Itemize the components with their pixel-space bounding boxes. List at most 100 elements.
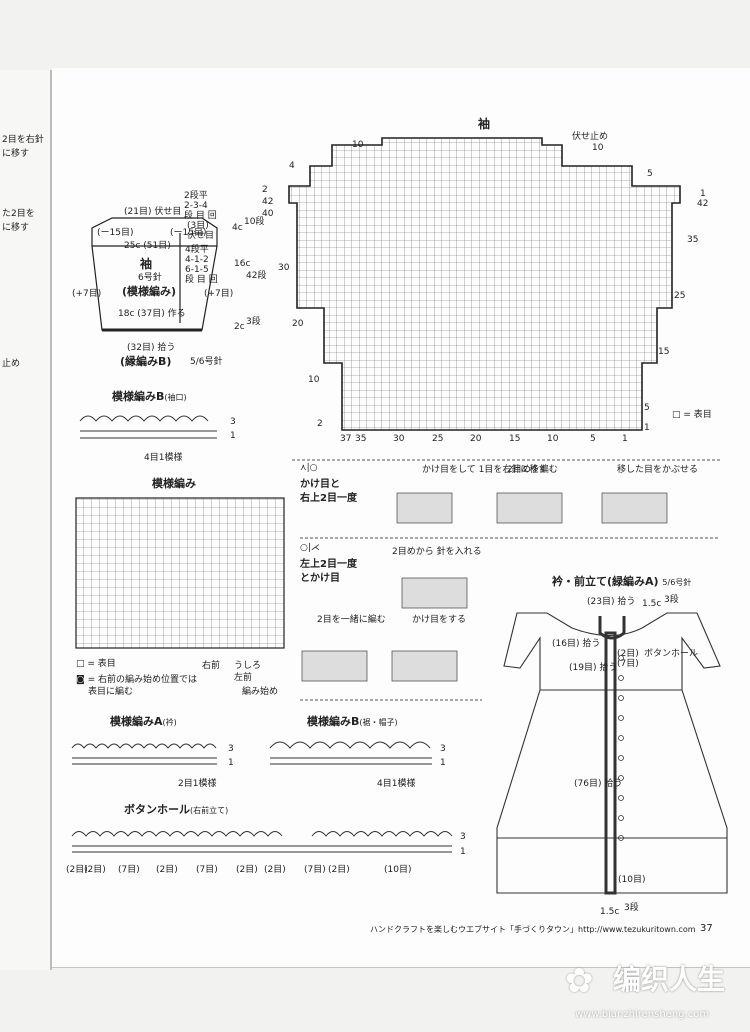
pattern-legend-3: 表目に編む [88,687,134,697]
label-right-front: 右前 [202,661,221,671]
edging-b-cuff-row1: 1 [230,431,236,441]
height-4c: 4c [232,223,243,233]
stitch-label-10: 10 [547,434,559,444]
symbol-1-step-3: 移した目をかぶせる [617,465,699,475]
height-42rows: 42段 [246,271,267,281]
right-label-1b: 1 [644,423,650,433]
shaping-9: 段 目 回 [185,275,218,285]
edging-b-hem-repeat: 4目1模様 [377,779,416,789]
symbol-2-step-1: 2目めから 針を入れる [392,547,482,557]
buttonhole-row1: 1 [460,847,466,857]
edging-b-cuff-row3: 3 [230,417,236,427]
edging-a-repeat: 2目1模様 [178,779,217,789]
bh-count-4: (2目) [156,865,178,875]
bh-count-6: (2目) [236,865,258,875]
sleeve-piece-title: 袖 [140,257,153,271]
shaping-2: 2-3-4 [184,201,208,211]
right-label-15: 15 [658,347,670,357]
stitch-label-25: 25 [432,434,444,444]
row-label-30: 30 [278,263,290,273]
collar-title: 衿・前立て(緑編みA) 5/6号針 [552,575,692,588]
row-label-2: 2 [262,185,268,195]
symbol-box-2: ○|⋌ [300,543,320,553]
sleeve-inc-left: (+7目) [72,289,102,299]
left-page-edge: 2目を右針 に移す た2目を に移す 止め [0,70,52,970]
collar-label-6: ボタンホール [644,649,699,659]
row-label-40: 40 [262,209,274,219]
sleeve-cuff: 18c (37目) 作る [118,309,186,319]
pattern-page: 袖 伏せ止め 10 4 2 42 40 30 20 10 2 10 5 1 42… [52,68,750,968]
collar-label-10: (10目) [618,875,646,885]
collar-label-8: (19目) 拾う [569,663,618,673]
label-back: うしろ [234,661,262,671]
symbol-2-title: 左上2目一度 [300,559,357,570]
right-label-5: 5 [647,169,653,179]
collar-label-4: (16目) 拾う [552,639,601,649]
symbol-1-title2: 右上2目一度 [300,493,357,504]
pattern-legend-2: ◙ = 右前の編み始め位置では [76,675,197,685]
left-text-3: た2目を [2,209,35,219]
symbol-2-step-3: かけ目をする [412,615,467,625]
edging-a-row1: 1 [228,758,234,768]
shaping-1: 2段平 [184,191,208,201]
collar-label-9: (76目) 拾う [574,779,623,789]
sleeve-right-dec: (ー15目) [170,228,207,238]
footer-text: ハンドクラフトを楽しむウエブサイト「手づくりタウン」http://www.tez… [370,925,696,934]
left-text-5: 止め [2,359,21,369]
row-label-20: 20 [292,319,304,329]
edging-b-hem-title: 模様編みB(裾・帽子) [307,715,398,728]
stitch-label-5: 5 [590,434,596,444]
stitch-label-15: 15 [509,434,521,444]
sleeve-bottom-pattern: (縁編みB) [120,355,172,368]
shaping-4: (3目) [187,221,209,231]
stitch-label-30: 30 [393,434,405,444]
pattern-legend-1: □ = 表目 [76,659,116,669]
watermark-brand: 编织人生 [613,963,726,996]
sleeve-top-label: (21目) 伏せ目 [124,207,182,217]
page-drawings [52,137,750,968]
edging-a-title: 模様編みA(衿) [110,715,177,728]
row-label-10: 10 [352,140,364,150]
sleeve-chart-top-label: 伏せ止め [572,132,609,142]
left-text-1: 2目を右針 [2,135,44,145]
right-label-10: 10 [592,143,604,153]
right-label-1: 1 [700,189,706,199]
stitch-label-35: 35 [355,434,367,444]
collar-label-7: (7目) [617,659,639,669]
bh-count-8: (7目) [304,865,326,875]
watermark: ✿ 编织人生 www.bianzhirensheng.com [565,960,745,1030]
bh-count-2: (2目) [84,865,106,875]
sleeve-chart-legend: □ = 表目 [672,410,712,420]
height-10rows: 10段 [244,217,265,227]
sleeve-chart-title: 袖 [478,117,491,131]
shaping-3: 段 目 回 [184,211,217,221]
height-2c: 2c [234,322,245,332]
left-text-4: に移す [2,223,30,233]
symbol-box-1: ⋏|○ [300,463,318,473]
sleeve-bottom: (32目) 拾う [127,343,176,353]
bh-count-7: (2目) [264,865,286,875]
edging-b-hem-row3: 3 [440,744,446,754]
right-label-42: 42 [697,199,709,209]
pattern-chart-grid [75,497,285,649]
symbol-1-title: かけ目と [300,479,340,490]
label-start: 編み始め [242,687,279,697]
sleeve-chart-grid [288,137,681,431]
shaping-8: 6-1-5 [185,265,209,275]
collar-label-12: 3段 [624,903,639,913]
row-label-4: 4 [289,161,295,171]
bh-count-10: (10目) [384,865,412,875]
watermark-logo-icon: ✿ [565,961,594,1001]
row-label-2b: 2 [317,419,323,429]
sleeve-pattern: (模様編み) [122,285,177,298]
watermark-url: www.bianzhirensheng.com [575,1009,710,1020]
edging-b-hem-row1: 1 [440,758,446,768]
buttonhole-title: ボタンホール(右前立て) [124,803,229,816]
row-label-10b: 10 [308,375,320,385]
right-label-35: 35 [687,235,699,245]
sleeve-needle: 6号針 [138,273,162,283]
collar-label-3: 3段 [664,595,679,605]
collar-label-1: (23目) 拾う [587,597,636,607]
left-text-2: に移す [2,149,30,159]
symbol-2-title2: とかけ目 [300,573,340,584]
